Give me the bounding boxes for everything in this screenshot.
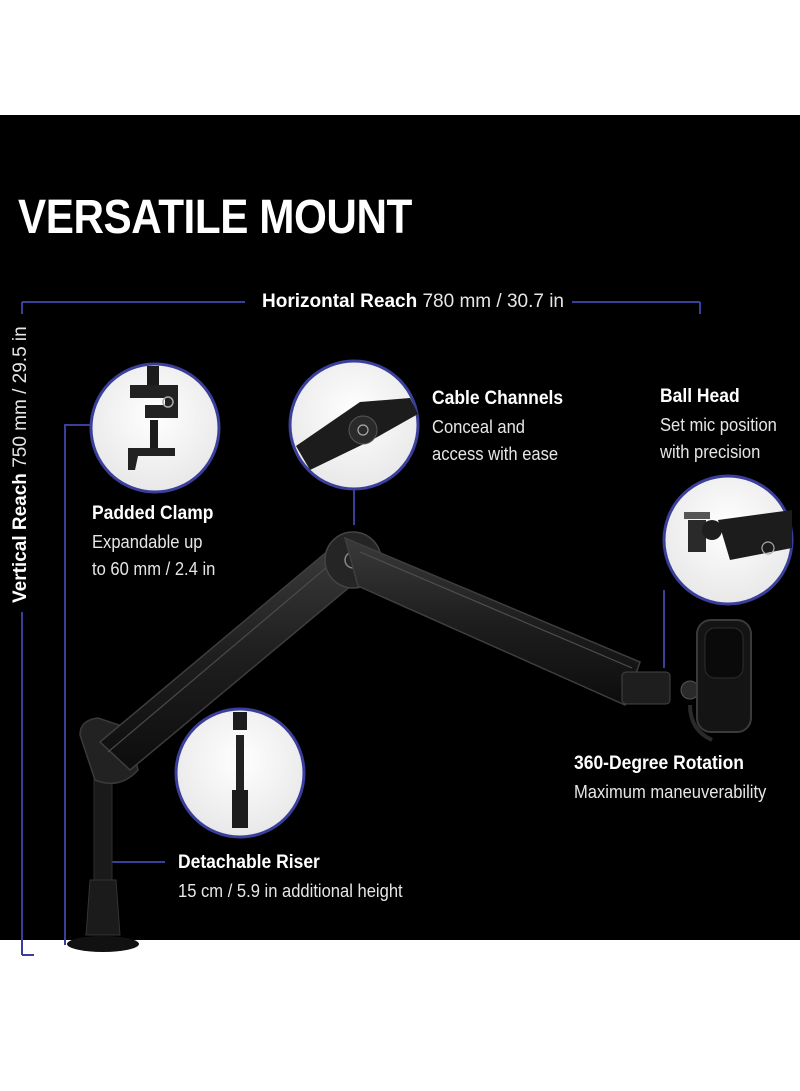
vertical-reach-value: 750 mm / 29.5 in	[10, 326, 31, 468]
feature-text: to 60 mm / 2.4 in	[92, 559, 216, 579]
feature-heading: Cable Channels	[432, 388, 564, 409]
clamp-detail-circle	[89, 362, 221, 494]
vertical-reach-heading: Vertical Reach	[10, 473, 31, 603]
feature-cable-channels: Cable Channels Conceal and access with e…	[432, 388, 563, 468]
feature-ball-head: Ball Head Set mic position with precisio…	[660, 386, 777, 466]
feature-text: Expandable up	[92, 532, 203, 552]
feature-padded-clamp: Padded Clamp Expandable up to 60 mm / 2.…	[92, 503, 215, 583]
feature-text: with precision	[660, 442, 761, 462]
cable-channel-detail-circle	[288, 359, 420, 491]
horizontal-reach-heading: Horizontal Reach	[262, 291, 418, 312]
feature-360-rotation: 360-Degree Rotation Maximum maneuverabil…	[574, 753, 766, 806]
feature-text: access with ease	[432, 444, 559, 464]
page-title: VERSATILE MOUNT	[18, 191, 412, 244]
horizontal-reach-value: 780 mm / 30.7 in	[422, 291, 565, 312]
ball-head-detail-circle	[662, 474, 794, 606]
feature-heading: Ball Head	[660, 386, 740, 407]
feature-text: 15 cm / 5.9 in additional height	[178, 881, 403, 901]
riser-detail-circle	[174, 707, 306, 839]
feature-heading: Padded Clamp	[92, 503, 214, 524]
horizontal-reach-line	[21, 301, 701, 314]
feature-text: Maximum maneuverability	[574, 782, 767, 802]
feature-text: Conceal and	[432, 417, 525, 437]
boom-arm	[67, 531, 752, 952]
horizontal-reach-label: Horizontal Reach 780 mm / 30.7 in	[262, 291, 564, 313]
clamp-callout-line	[64, 424, 92, 945]
feature-text: Set mic position	[660, 415, 777, 435]
desk-surface	[0, 940, 800, 1091]
feature-detachable-riser: Detachable Riser 15 cm / 5.9 in addition…	[178, 852, 403, 905]
vertical-reach-line	[21, 612, 34, 956]
feature-heading: 360-Degree Rotation	[574, 753, 744, 774]
feature-heading: Detachable Riser	[178, 852, 320, 873]
callout-lines	[64, 424, 665, 945]
vertical-reach-label: Vertical Reach 750 mm / 29.5 in	[10, 326, 32, 603]
